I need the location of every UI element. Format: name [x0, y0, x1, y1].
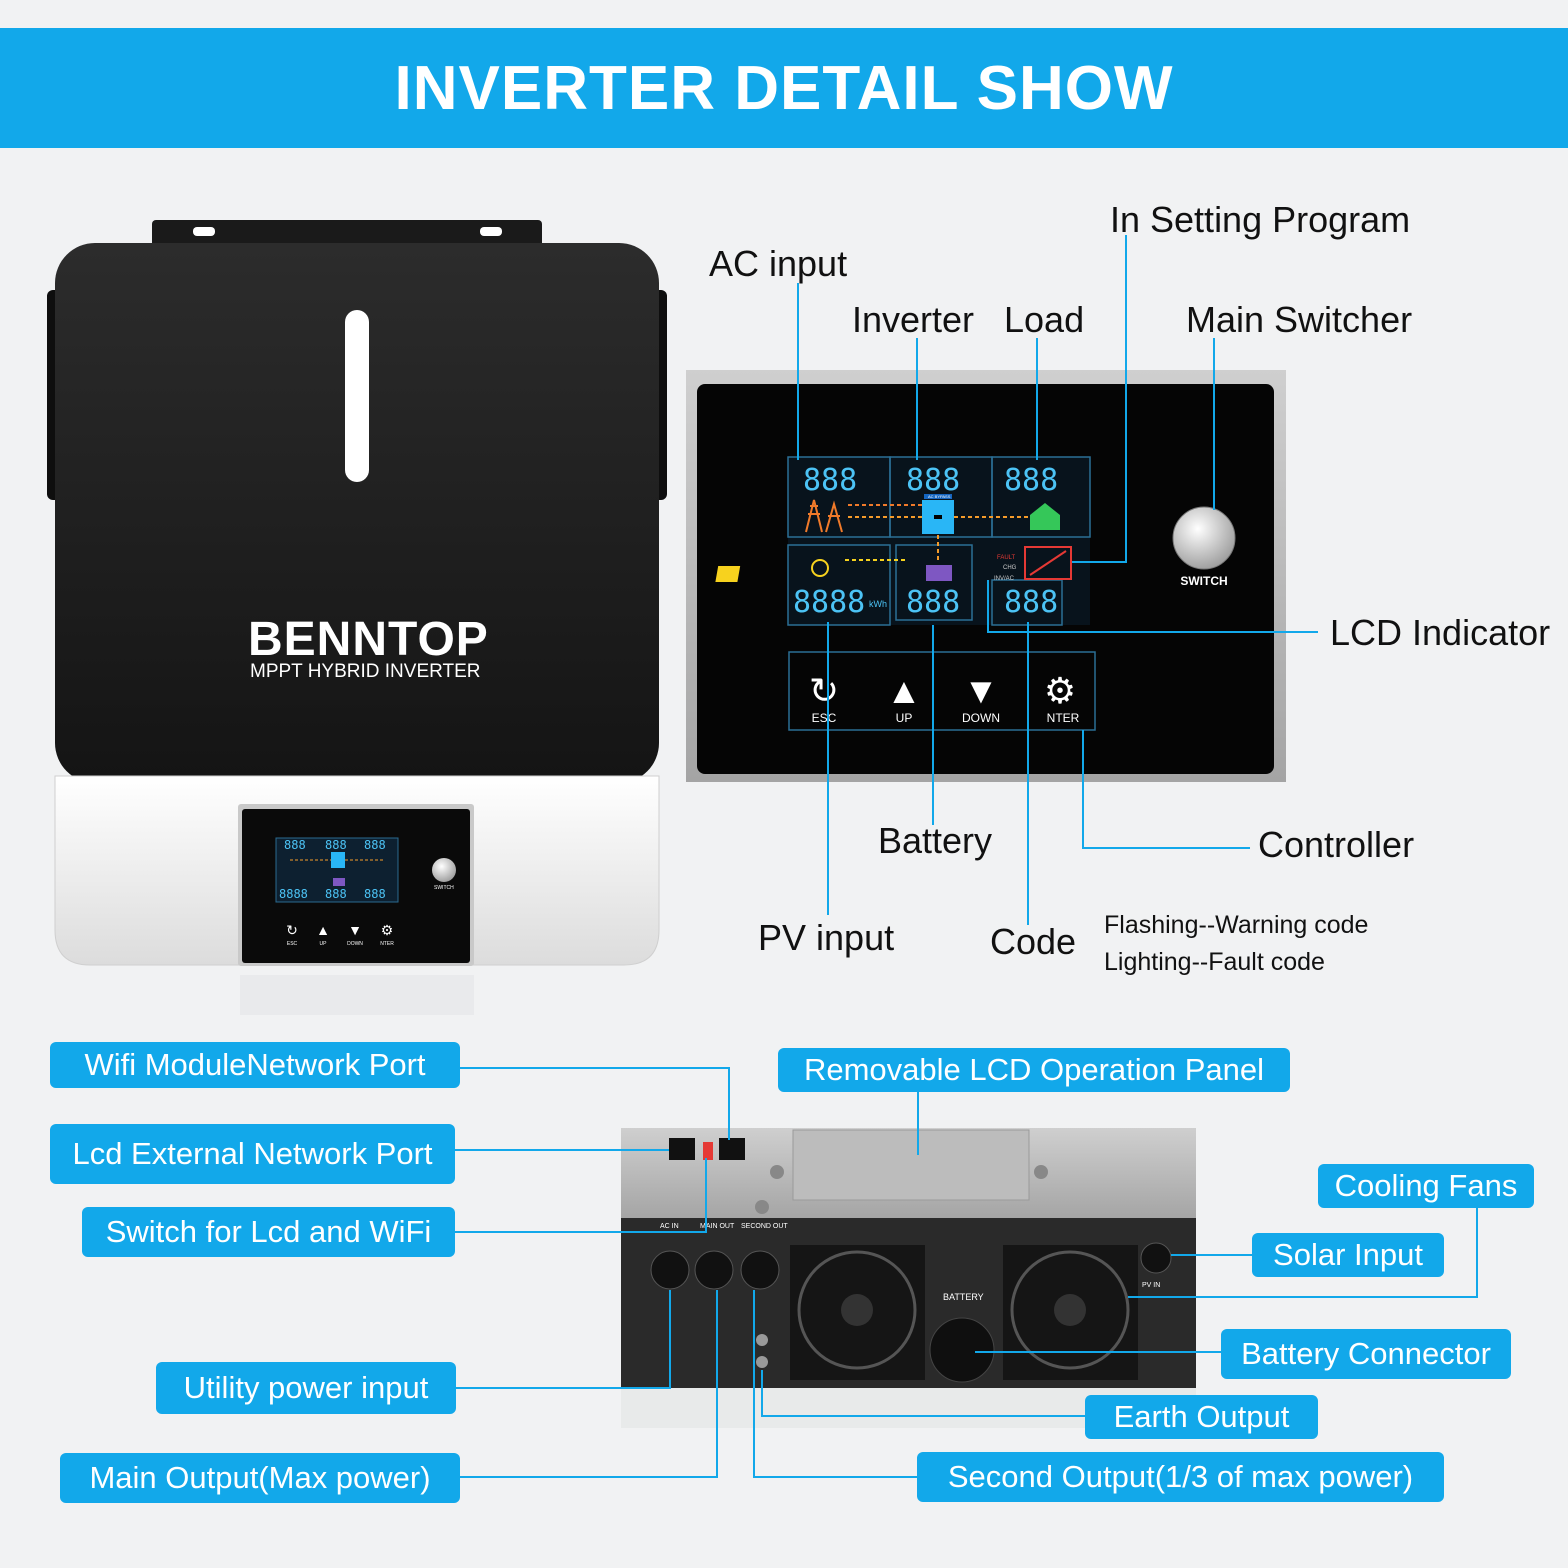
- svg-text:↻: ↻: [286, 922, 298, 938]
- enter-label: NTER: [1047, 711, 1080, 725]
- earth-screw: [756, 1356, 768, 1368]
- svg-text:888: 888: [284, 838, 306, 852]
- ac-in-label: AC IN: [660, 1223, 679, 1230]
- mini-switch-label: SWITCH: [434, 885, 454, 891]
- svg-text:888: 888: [364, 838, 386, 852]
- grid-tower-icon: [805, 499, 843, 533]
- main-switch-knob: [1172, 506, 1236, 570]
- label-solar-input: Solar Input: [1252, 1233, 1444, 1277]
- label-switch-lcd-wifi: Switch for Lcd and WiFi: [82, 1207, 455, 1257]
- label-second-output: Second Output(1/3 of max power): [917, 1452, 1444, 1502]
- fault-icon: [1024, 546, 1072, 580]
- label-main-switcher: Main Switcher: [1186, 299, 1413, 340]
- lcd-inverter-digits: 888: [906, 463, 960, 498]
- label-main-output: Main Output(Max power): [60, 1453, 460, 1503]
- down-arrow-icon: ▼: [963, 670, 999, 711]
- code-note-fault: Lighting--Fault code: [1104, 948, 1325, 976]
- svg-text:▲: ▲: [316, 922, 330, 938]
- label-battery: Battery: [878, 820, 993, 861]
- lcd-kwh-unit: kWh: [869, 599, 887, 609]
- label-lcd-network-port: Lcd External Network Port: [50, 1124, 455, 1184]
- code-note-warning: Flashing--Warning code: [1104, 911, 1369, 939]
- esc-label: ESC: [812, 711, 837, 725]
- bottom-callout-lines: [455, 1067, 1478, 1478]
- cooling-fan-right-icon: [1003, 1245, 1138, 1380]
- page-title: INVERTER DETAIL SHOW: [394, 53, 1174, 123]
- label-pv-input: PV input: [758, 917, 895, 958]
- label-removable-panel: Removable LCD Operation Panel: [778, 1048, 1290, 1092]
- label-earth-output: Earth Output: [1085, 1395, 1318, 1439]
- label-inverter: Inverter: [852, 299, 975, 340]
- label-code: Code: [990, 921, 1077, 962]
- lcd-battery-digits: 888: [906, 585, 960, 620]
- svg-text:⚙: ⚙: [381, 922, 394, 938]
- label-controller: Controller: [1258, 824, 1415, 865]
- main-out-gland: [694, 1250, 734, 1290]
- svg-text:NTER: NTER: [380, 941, 394, 947]
- lcd-pv-digits: 8888: [793, 585, 865, 620]
- second-out-label: SECOND OUT: [741, 1223, 788, 1230]
- main-out-label: MAIN OUT: [700, 1223, 735, 1230]
- callout-lines: [797, 235, 1318, 925]
- inverter-bottom-view: AC IN MAIN OUT SECOND OUT BATTERY PV IN: [621, 1128, 1196, 1428]
- svg-text:ESC: ESC: [287, 941, 298, 947]
- second-out-gland: [740, 1250, 780, 1290]
- lcd-chg-label: CHG: [1003, 565, 1017, 571]
- svg-text:888: 888: [364, 887, 386, 901]
- title-banner: INVERTER DETAIL SHOW: [0, 28, 1568, 148]
- svg-text:888: 888: [325, 838, 347, 852]
- svg-text:▼: ▼: [348, 922, 362, 938]
- battery-icon: [926, 565, 952, 581]
- label-ac-input: AC input: [709, 243, 848, 284]
- label-cooling-fans: Cooling Fans: [1318, 1164, 1534, 1208]
- esc-icon: ↻: [809, 670, 839, 711]
- up-arrow-icon: ▲: [886, 670, 922, 711]
- lcd-invac-label: INV/AC: [994, 576, 1015, 582]
- lcd-port-jack: [669, 1138, 695, 1160]
- brand-logo: BENNTOP: [248, 613, 489, 666]
- lcd-code-digits: 888: [1004, 585, 1058, 620]
- switch-label: SWITCH: [1180, 574, 1227, 588]
- cooling-fan-left-icon: [790, 1245, 925, 1380]
- label-in-setting-program: In Setting Program: [1110, 199, 1411, 240]
- wifi-port-jack: [719, 1138, 745, 1160]
- svg-text:8888: 8888: [279, 887, 308, 901]
- svg-text:DOWN: DOWN: [347, 941, 363, 947]
- lcd-load-digits: 888: [1004, 463, 1058, 498]
- brand-subtitle: MPPT HYBRID INVERTER: [250, 661, 481, 682]
- solar-panel-icon: [715, 559, 829, 582]
- lcd-panel-large: 888 888 888 8888 888 888 kWh AC BYPASS: [686, 370, 1286, 782]
- gear-icon: ⚙: [1044, 670, 1076, 711]
- lcd-bypass-label: AC BYPASS: [928, 494, 951, 499]
- pv-in-label: PV IN: [1142, 1282, 1160, 1289]
- lcd-fault-label: FAULT: [997, 555, 1016, 561]
- house-icon: [1030, 503, 1060, 530]
- label-battery-connector: Battery Connector: [1221, 1329, 1511, 1379]
- pv-gland: [1140, 1242, 1172, 1274]
- svg-text:UP: UP: [320, 941, 328, 947]
- inverter-front: 888 888 888 8888 888 888 SWITCH ↻ ▲ ▼ ⚙ …: [47, 220, 667, 1015]
- svg-text:888: 888: [325, 887, 347, 901]
- label-utility-input: Utility power input: [156, 1362, 456, 1414]
- label-lcd-indicator: LCD Indicator: [1330, 612, 1551, 653]
- label-load: Load: [1004, 299, 1085, 340]
- up-label: UP: [896, 711, 913, 725]
- label-wifi-port: Wifi ModuleNetwork Port: [50, 1042, 460, 1088]
- ac-in-gland: [650, 1250, 690, 1290]
- dip-switch: [703, 1142, 713, 1160]
- battery-gland: [929, 1317, 995, 1383]
- down-label: DOWN: [962, 711, 1000, 725]
- lcd-ac-digits: 888: [803, 463, 857, 498]
- battery-port-label: BATTERY: [943, 1292, 984, 1302]
